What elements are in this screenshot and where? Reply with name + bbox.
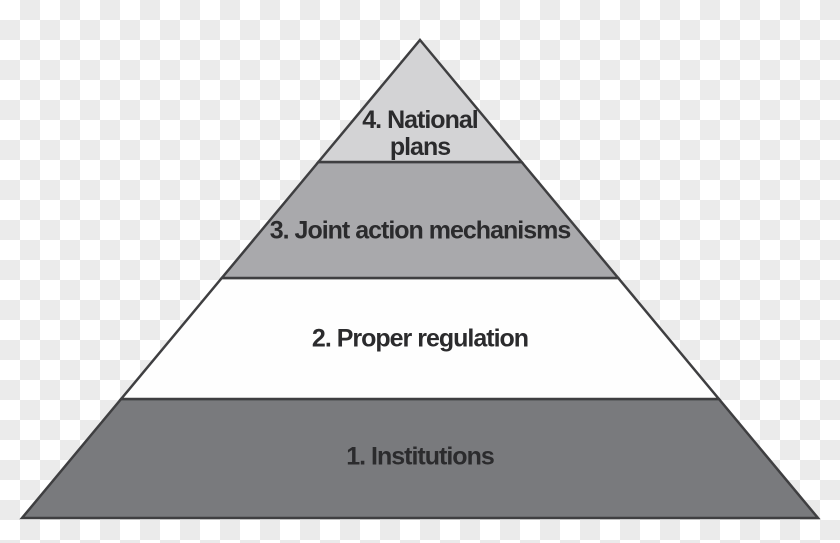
- pyramid-tier-3-label: 3. Joint action mechanisms: [269, 216, 571, 245]
- pyramid-tier-4-label-line-2: plans: [389, 133, 451, 161]
- pyramid-tier-4-shape: [315, 38, 525, 164]
- pyramid-tier-4-label-line-1: 4. National: [362, 106, 478, 134]
- pyramid-tier-2-label: 2. Proper regulation: [311, 324, 529, 353]
- pyramid-tier-1-label: 1. Institutions: [346, 442, 494, 471]
- pyramid-tier-4-label: 4. National plans: [300, 107, 540, 161]
